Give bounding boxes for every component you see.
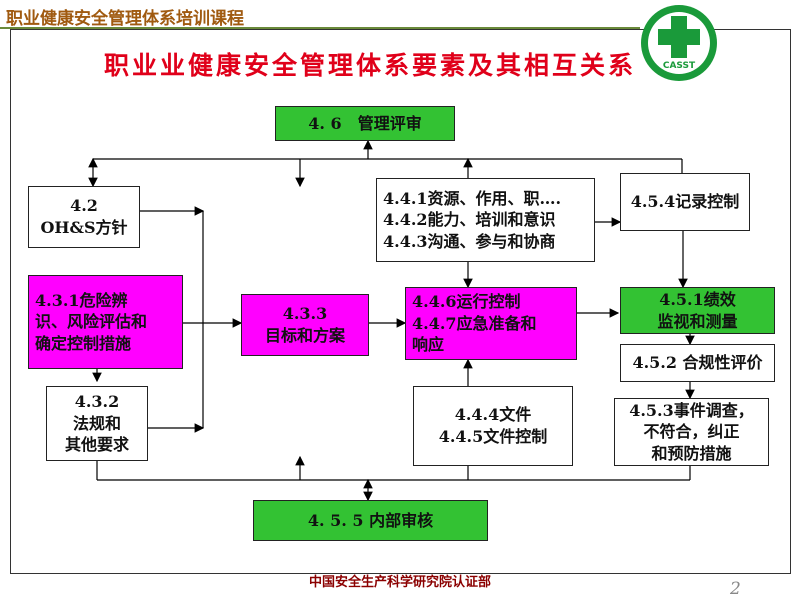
diagram-title: 职业业健康安全管理体系要素及其相互关系 bbox=[103, 51, 636, 80]
box-compliance-evaluation: 4.5.2 合规性评价 bbox=[620, 344, 775, 382]
logo-text: CASST bbox=[663, 61, 696, 71]
box-records-control: 4.5.4记录控制 bbox=[620, 173, 750, 231]
box-management-review: 4. 6 管理评审 bbox=[275, 106, 455, 141]
box-resources-competence-communication: 4.4.1资源、作用、职…. 4.4.2能力、培训和意识 4.4.3沟通、参与和… bbox=[376, 178, 595, 262]
box-incident-investigation: 4.5.3事件调查， 不符合，纠正 和预防措施 bbox=[614, 398, 769, 466]
box-legal-requirements: 4.3.2 法规和 其他要求 bbox=[46, 386, 148, 461]
footer-organization: 中国安全生产科学研究院认证部 bbox=[308, 575, 491, 590]
box-performance-monitoring: 4.5.1绩效 监视和测量 bbox=[620, 287, 775, 334]
box-hazard-identification: 4.3.1危险辨 识、风险评估和 确定控制措施 bbox=[28, 275, 183, 369]
casst-logo: CASST bbox=[641, 5, 717, 81]
slide-frame bbox=[10, 29, 791, 574]
header-divider bbox=[0, 27, 640, 29]
box-ohs-policy: 4.2 OH&S方针 bbox=[28, 186, 140, 248]
box-documentation: 4.4.4文件 4.4.5文件控制 bbox=[413, 386, 573, 466]
page-number: 2 bbox=[730, 579, 741, 599]
box-internal-audit: 4. 5. 5 内部审核 bbox=[253, 500, 488, 541]
box-objectives-programmes: 4.3.3 目标和方案 bbox=[241, 294, 369, 356]
course-title: 职业健康安全管理体系培训课程 bbox=[6, 9, 244, 29]
box-operational-control: 4.4.6运行控制 4.4.7应急准备和 响应 bbox=[405, 287, 577, 360]
